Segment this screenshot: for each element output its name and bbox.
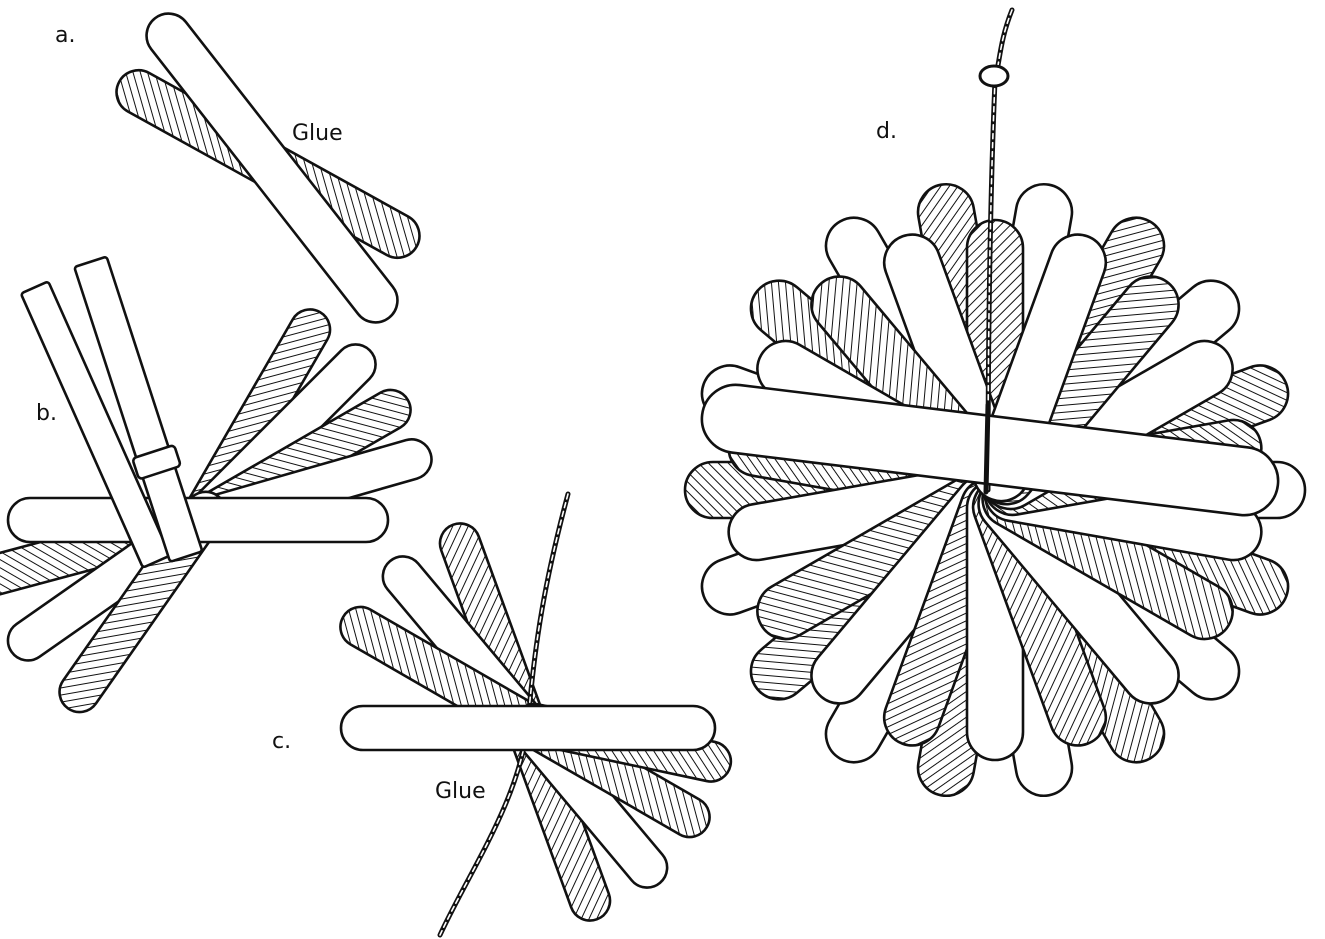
step-a-glue-label: Glue xyxy=(292,121,343,146)
string-knot xyxy=(980,66,1008,86)
plain-stick xyxy=(138,5,407,332)
step-d-label: d. xyxy=(876,119,897,144)
step-d-figure: d. xyxy=(685,10,1305,800)
step-c-figure: c. Glue xyxy=(272,494,735,935)
base-stick xyxy=(341,706,715,750)
step-c-glue-label: Glue xyxy=(435,779,486,804)
step-c-label: c. xyxy=(272,729,291,754)
step-b-label: b. xyxy=(36,401,57,426)
step-a-label: a. xyxy=(55,23,75,48)
